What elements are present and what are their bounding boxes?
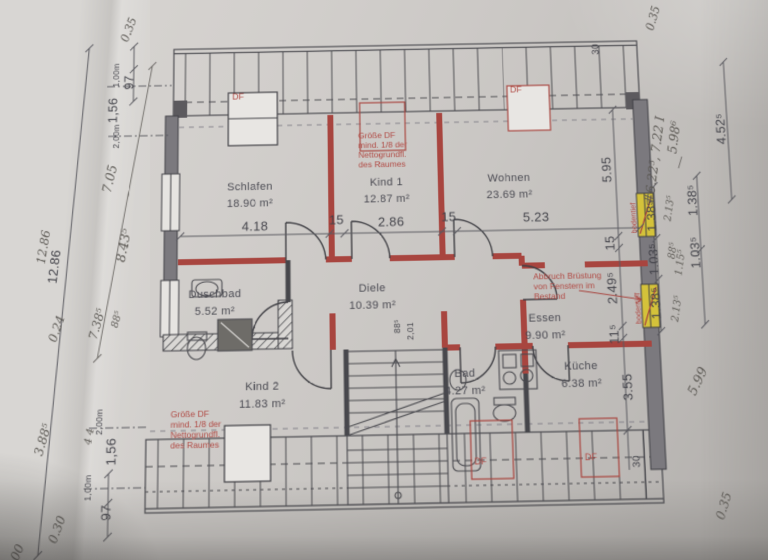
wall-corner-left xyxy=(173,100,188,118)
dim-stair-885: 88⁵ xyxy=(391,319,403,334)
room-area: 12.87 m² xyxy=(363,192,410,206)
dim-156-bottom: 1,56 xyxy=(103,437,119,466)
room-name: Bad xyxy=(454,367,476,381)
dim-100m-bottom: 1,00m xyxy=(82,474,94,502)
room-area: 6.38 m² xyxy=(561,377,603,391)
plan-sheet: Schlafen 18.90 m² Kind 1 12.87 m² Wohnen 23… xyxy=(0,3,768,560)
dim-200m-top: 2,00m xyxy=(111,124,122,149)
room-label-wohnen: Wohnen 23.69 m² xyxy=(486,170,533,204)
room-name: Kind 1 xyxy=(369,176,404,189)
room-area: 9.90 m² xyxy=(525,329,566,342)
dim-2-86: 2.86 xyxy=(377,214,405,230)
room-label-essen: Essen 9.90 m² xyxy=(524,310,566,345)
duschbad-fixtures xyxy=(187,278,252,360)
kueche-stove xyxy=(499,350,538,390)
df-label-schlafen: DF xyxy=(232,91,245,102)
roof-windows xyxy=(224,84,619,484)
dim-4-18: 4.18 xyxy=(241,218,269,234)
dim-115: 11⁵ xyxy=(605,324,622,345)
room-name: Schlafen xyxy=(227,180,273,194)
room-name: Kind 2 xyxy=(245,380,280,394)
room-area: 10.39 m² xyxy=(349,299,397,313)
window-bodentief-1 xyxy=(636,193,655,237)
floor-plan-drawing xyxy=(0,3,768,560)
df-label-bad: DF xyxy=(474,455,487,467)
dim-100m-top: 1,00m xyxy=(111,63,122,88)
room-area: 18.90 m² xyxy=(226,197,274,211)
room-area: 5.52 m² xyxy=(194,305,235,319)
dim-97-top: 97 xyxy=(121,75,137,90)
dim-156-top: 1,56 xyxy=(105,97,121,124)
dim-15-a: 15 xyxy=(328,212,344,228)
room-name: Essen xyxy=(528,311,562,325)
dim-15-b: 15 xyxy=(440,209,457,225)
dim-5-95: 5.95 xyxy=(598,156,615,183)
roof-pitch-bottom: 30 xyxy=(631,455,644,468)
room-label-kind1: Kind 1 12.87 m² xyxy=(363,174,410,208)
dim-5-23: 5.23 xyxy=(522,209,550,225)
red-interior-walls xyxy=(178,109,653,380)
room-name: Wohnen xyxy=(487,172,531,185)
room-label-duschbad: Duschbad 5.52 m² xyxy=(188,286,241,321)
left-outer-wall xyxy=(160,116,180,351)
dim-15-right: 15 xyxy=(602,235,618,251)
window-bodentief-2 xyxy=(641,284,660,328)
abbruch-bruestung-note: Abbruch Brüstung von Fenstern im Bestand xyxy=(533,270,602,302)
room-area: 23.69 m² xyxy=(486,188,533,202)
bodentief-label-2: bodentief xyxy=(632,292,644,325)
dim-stair-201: 2,01 xyxy=(405,321,416,341)
roof-pitch-top: 30 xyxy=(590,43,602,55)
dim-win-1035: 1.03⁵ xyxy=(645,243,662,276)
groesse-df-note-kind1: Größe DF mind. 1/8 der Nettogrundfl. des… xyxy=(358,130,408,170)
room-label-diele: Diele 10.39 m² xyxy=(349,280,396,315)
room-label-kueche: Küche 6.38 m² xyxy=(560,358,602,394)
dim-outer-1385: 1.38⁵ xyxy=(683,184,701,217)
bodentief-label-1: bodentief xyxy=(628,202,639,234)
dim-win-1385-b: 1.38⁵ xyxy=(647,286,665,320)
groesse-df-note-kind2: Größe DF mind. 1/8 der Nettogrundfl. des… xyxy=(170,408,222,451)
room-name: Küche xyxy=(563,359,599,373)
dim-4-525: 4.52⁵ xyxy=(712,113,729,145)
room-label-kind2: Kind 2 11.83 m² xyxy=(239,378,286,414)
room-area: 11.83 m² xyxy=(238,397,286,411)
dim-3-55: 3.55 xyxy=(619,373,636,401)
room-label-schlafen: Schlafen 18.90 m² xyxy=(227,179,273,213)
staircase xyxy=(346,350,449,505)
dark-interior-walls xyxy=(288,256,528,437)
df-label-kueche: DF xyxy=(584,451,598,463)
room-name: Duschbad xyxy=(188,287,242,302)
shower-tray xyxy=(218,319,252,351)
dim-outer-1035: 1.03⁵ xyxy=(686,236,704,269)
room-name: Diele xyxy=(358,282,386,295)
df-label-wohnen: DF xyxy=(509,84,522,95)
room-area: 4.27 m² xyxy=(444,384,486,398)
room-label-bad: Bad 4.27 m² xyxy=(444,365,486,401)
dim-97-bottom: 97 xyxy=(97,504,114,521)
